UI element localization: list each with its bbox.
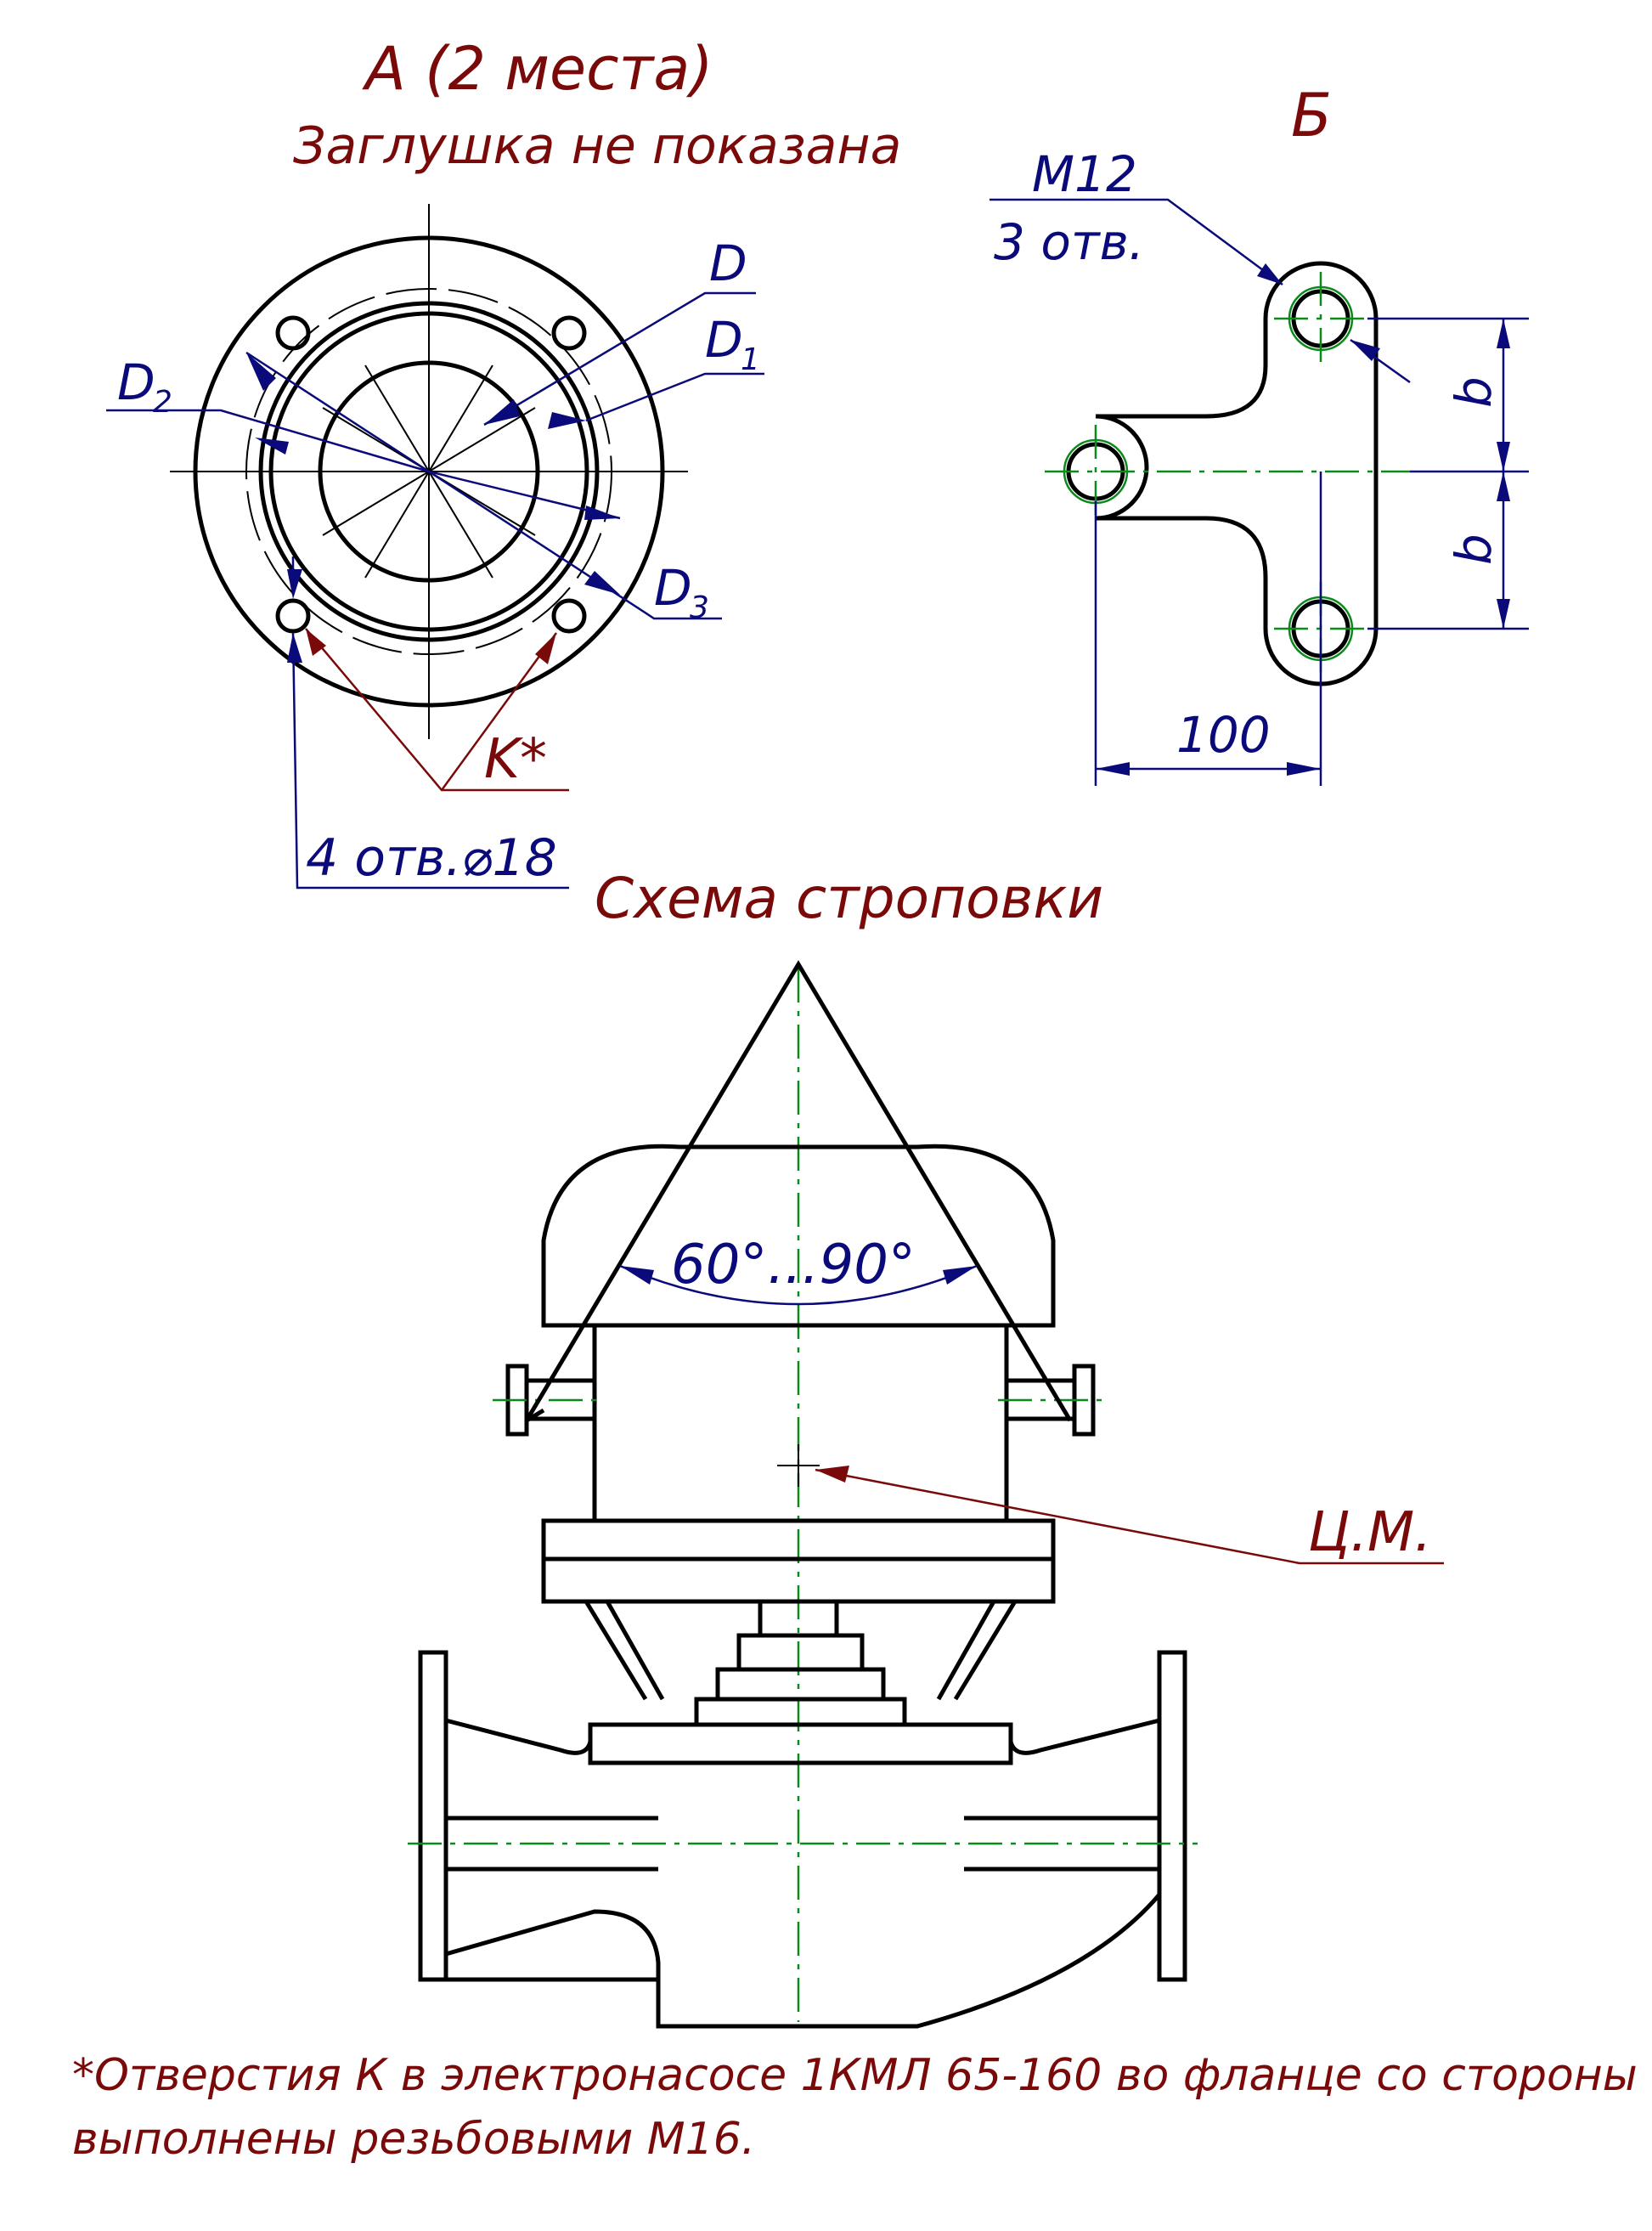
flange-hole-tl — [275, 315, 311, 351]
flange-ring-d1 — [268, 311, 589, 632]
flange-outer-circle — [193, 235, 665, 708]
dim-b-lower: b — [1445, 534, 1503, 565]
holes-label: 4 отв.⌀18 — [306, 828, 557, 888]
dim-d-leader — [483, 291, 756, 426]
casing-lower-curve — [445, 1893, 1161, 2029]
sling-lines — [524, 960, 1073, 1422]
left-strut — [584, 1600, 648, 1701]
label-d3-sub: 3 — [690, 590, 709, 625]
coupling-low — [715, 1667, 886, 1702]
cm-label: Ц.М. — [1308, 1501, 1432, 1564]
label-d: D — [709, 234, 747, 292]
label-d2: D — [117, 353, 155, 411]
flange-hole-bl — [275, 598, 311, 634]
dim-b-upper: b — [1445, 376, 1503, 408]
footnote-line1: *Отверстия К в электронасосе 1КМЛ 65-160… — [72, 2050, 1652, 2101]
footnote: *Отверстия К в электронасосе 1КМЛ 65-160… — [72, 2050, 1652, 2165]
flange-hole-br — [551, 598, 587, 634]
coupling-mid — [736, 1633, 865, 1672]
thread-label: M12 — [1032, 145, 1137, 203]
label-d1-sub: 1 — [741, 342, 760, 377]
label-d1: D — [705, 311, 743, 369]
view-b-plate: Б M12 3 отв. b b 100 — [990, 81, 1529, 786]
dim-d1-leader — [585, 372, 764, 422]
flange-hole-tr — [551, 315, 587, 351]
view-a-subtitle: Заглушка не показана — [293, 116, 901, 176]
inlet-flange — [418, 1650, 448, 1982]
dim-d2-leader — [106, 409, 430, 473]
view-a-title: А (2 места) — [362, 34, 713, 104]
motor-dome — [541, 1144, 1056, 1328]
casing-top-plate — [588, 1722, 1013, 1765]
dim-100: 100 — [1176, 706, 1271, 764]
plate-holes-label: 3 отв. — [994, 213, 1144, 271]
cm-leader — [815, 1468, 1444, 1565]
casing-upper-curve — [445, 1718, 1160, 1765]
dim-holes-leader — [291, 632, 569, 890]
view-a-flange: А (2 места) Заглушка не показана D D 1 D… — [106, 34, 901, 890]
m12-leader — [990, 198, 1283, 286]
label-d2-sub: 2 — [153, 385, 172, 420]
flange-bore-d — [318, 360, 540, 583]
angle-arc — [619, 1264, 978, 1306]
outlet-flange — [1157, 1650, 1187, 1982]
footnote-line2: выполнены резьбовыми М16. — [72, 2114, 755, 2165]
plate-outline — [1095, 261, 1379, 686]
coupling-base — [694, 1697, 907, 1727]
rigging-title: Схема строповки — [595, 866, 1103, 931]
bolt-circle — [245, 288, 612, 655]
view-b-title: Б — [1291, 81, 1332, 150]
label-d3: D — [654, 559, 692, 617]
label-k: K* — [484, 728, 547, 791]
rigging-scheme: Схема строповки 60°...90° Ц.М. — [408, 866, 1444, 2029]
right-strut — [953, 1600, 1018, 1701]
flange-ring-d3 — [258, 301, 600, 642]
dim-d3-leader — [428, 470, 722, 620]
motor-body — [592, 1323, 1009, 1523]
angle-label: 60°...90° — [671, 1234, 916, 1296]
